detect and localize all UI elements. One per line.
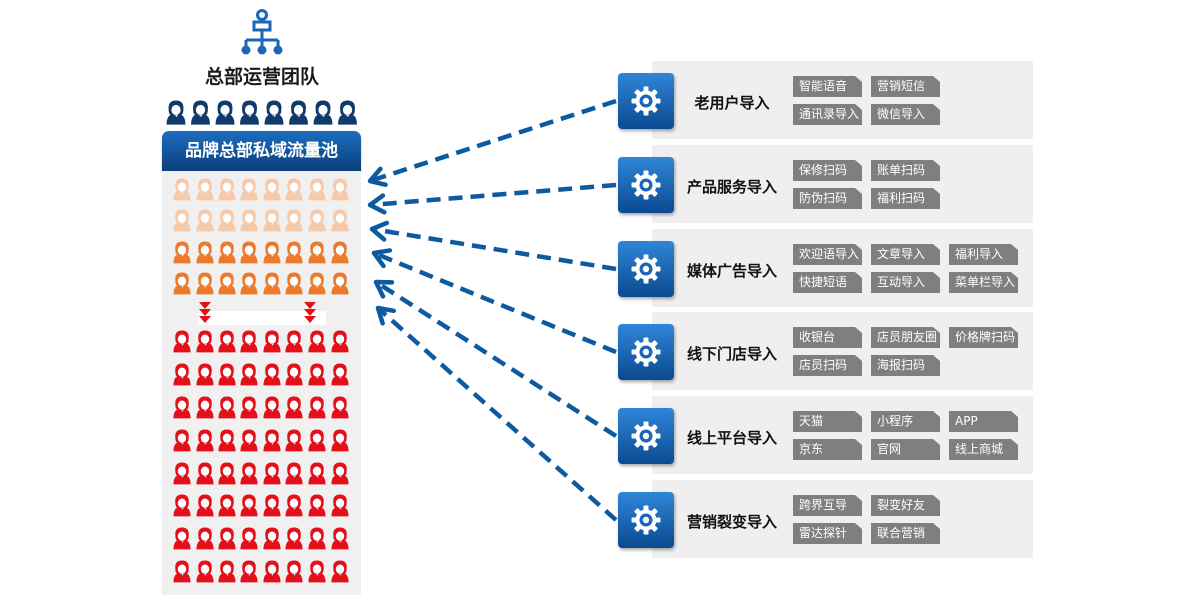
source-row — [652, 312, 1033, 390]
source-tag: 店员朋友圈 — [871, 327, 940, 348]
source-row — [652, 229, 1033, 307]
source-label: 老用户导入 — [694, 94, 770, 112]
source-label: 产品服务导入 — [686, 178, 777, 196]
source-gear-box — [618, 324, 674, 380]
source-tag: 联合营销 — [871, 523, 940, 544]
source-tag: 价格牌扫码 — [949, 327, 1018, 348]
arrow-head-icon — [367, 166, 388, 187]
source-tag: 线上商城 — [949, 439, 1018, 460]
dashed-arrow-line — [373, 98, 617, 182]
source-row — [652, 61, 1033, 139]
arrow-head-icon — [367, 193, 387, 215]
source-tag: 京东 — [793, 439, 862, 460]
source-tag: 跨界互导 — [793, 495, 862, 516]
gear-icon — [631, 421, 661, 451]
source-label: 线上平台导入 — [686, 429, 777, 447]
source-tag: 通讯录导入 — [793, 104, 862, 125]
pool-title-banner: 品牌总部私域流量池 — [162, 131, 361, 171]
source-label: 线下门店导入 — [686, 345, 777, 363]
source-tag: 天猫 — [793, 411, 862, 432]
source-row — [652, 396, 1033, 474]
source-tag: 营销短信 — [871, 76, 940, 97]
source-tag: 菜单栏导入 — [949, 272, 1018, 293]
team-title: 总部运营团队 — [204, 66, 319, 88]
dashed-arrow-line — [379, 308, 618, 522]
source-gear-box — [618, 73, 674, 129]
dashed-arrow-line — [375, 227, 617, 272]
pool-upper-area — [162, 171, 361, 311]
source-label: 营销裂变导入 — [686, 513, 777, 531]
source-gear-box — [618, 408, 674, 464]
arrow-head-icon — [369, 220, 390, 242]
source-tag: 店员扫码 — [793, 355, 862, 376]
source-tag: 微信导入 — [871, 104, 940, 125]
source-tag: 福利扫码 — [871, 188, 940, 209]
source-tag: 福利导入 — [949, 244, 1018, 265]
source-tag: 欢迎语导入 — [793, 244, 862, 265]
gear-icon — [631, 170, 661, 200]
pool-connector-left — [162, 311, 198, 325]
arrow-head-icon — [373, 279, 395, 299]
source-row — [652, 145, 1033, 223]
source-tag: 互动导入 — [871, 272, 940, 293]
source-tag: 文章导入 — [871, 244, 940, 265]
gear-icon — [631, 254, 661, 284]
source-tag: 海报扫码 — [871, 355, 940, 376]
dashed-arrow-line — [376, 252, 617, 355]
gear-icon — [631, 505, 661, 535]
pool-lower-area — [162, 325, 361, 595]
source-tag: 小程序 — [871, 411, 940, 432]
source-label: 媒体广告导入 — [686, 262, 777, 280]
source-tag: 快捷短语 — [793, 272, 862, 293]
pool-connector-right — [326, 311, 361, 325]
arrow-head-icon — [371, 248, 393, 269]
dashed-arrow-line — [378, 282, 618, 438]
gear-icon — [631, 86, 661, 116]
source-tag: 智能语音 — [793, 76, 862, 97]
source-tag: 保修扫码 — [793, 160, 862, 181]
dashed-arrow-line — [373, 182, 617, 207]
org-chart-icon — [241, 9, 283, 55]
arrow-head-icon — [375, 305, 396, 326]
source-tag: 官网 — [871, 439, 940, 460]
source-tag: 裂变好友 — [871, 495, 940, 516]
source-gear-box — [618, 492, 674, 548]
source-tag: 雷达探针 — [793, 523, 862, 544]
source-tag: 防伪扫码 — [793, 188, 862, 209]
source-gear-box — [618, 241, 674, 297]
team-members-row — [163, 95, 363, 131]
source-row — [652, 480, 1033, 558]
source-tag: 收银台 — [793, 327, 862, 348]
gear-icon — [631, 337, 661, 367]
source-tag: APP — [949, 411, 1018, 432]
source-gear-box — [618, 157, 674, 213]
source-tag: 账单扫码 — [871, 160, 940, 181]
